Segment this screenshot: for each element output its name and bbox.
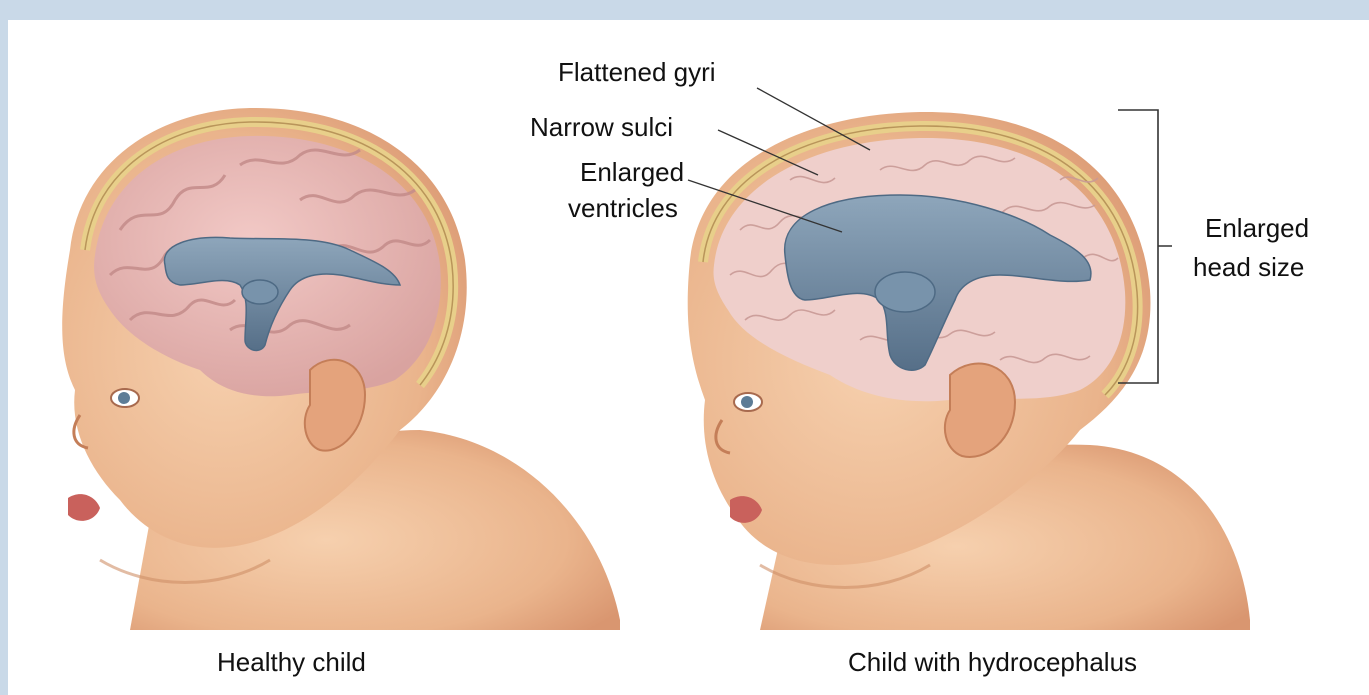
label-flattened-gyri: Flattened gyri [558,57,716,87]
healthy-child-illustration [62,108,620,630]
hydrocephalus-child-illustration [688,112,1250,630]
healthy-child-mouth [68,494,100,521]
caption-child-with-hydrocephalus: Child with hydrocephalus [848,647,1137,677]
label-enlarged-ventricles-line2: ventricles [568,193,678,223]
label-enlarged-head-size-line2: head size [1193,252,1304,282]
label-narrow-sulci: Narrow sulci [530,112,673,142]
label-enlarged-ventricles-line1: Enlarged [580,157,684,187]
caption-healthy-child: Healthy child [217,647,366,677]
label-enlarged-head-size-line1: Enlarged [1205,213,1309,243]
